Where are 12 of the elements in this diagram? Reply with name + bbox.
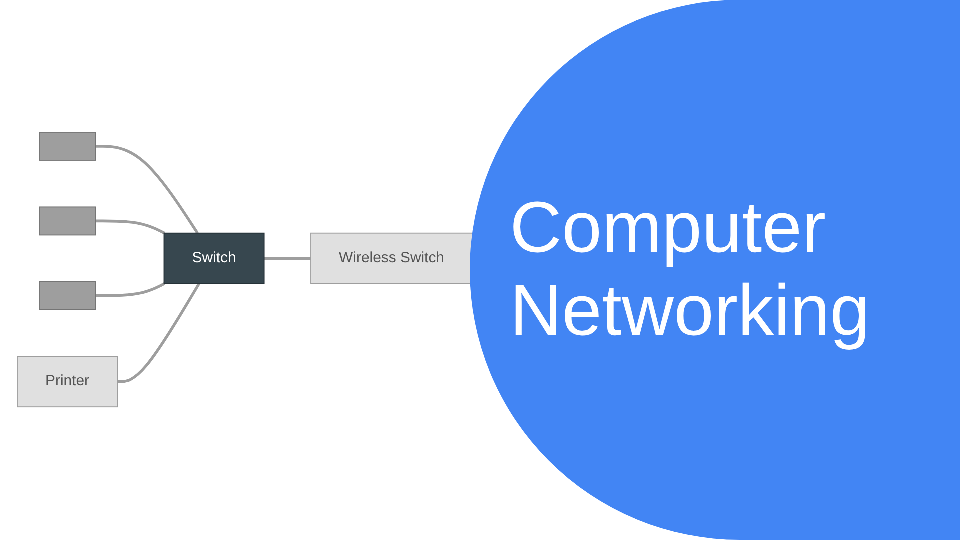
connector — [96, 145, 199, 234]
connector — [96, 282, 166, 298]
connector — [118, 283, 200, 384]
node-box — [39, 206, 96, 236]
node-box: Wireless Switch — [310, 233, 473, 284]
connector — [264, 257, 312, 260]
node-box: Switch — [164, 233, 265, 284]
node-box: Printer — [17, 356, 118, 408]
node-box — [39, 282, 96, 311]
connector — [96, 220, 166, 235]
node-box — [39, 132, 96, 162]
title: Computer Networking — [510, 187, 872, 353]
